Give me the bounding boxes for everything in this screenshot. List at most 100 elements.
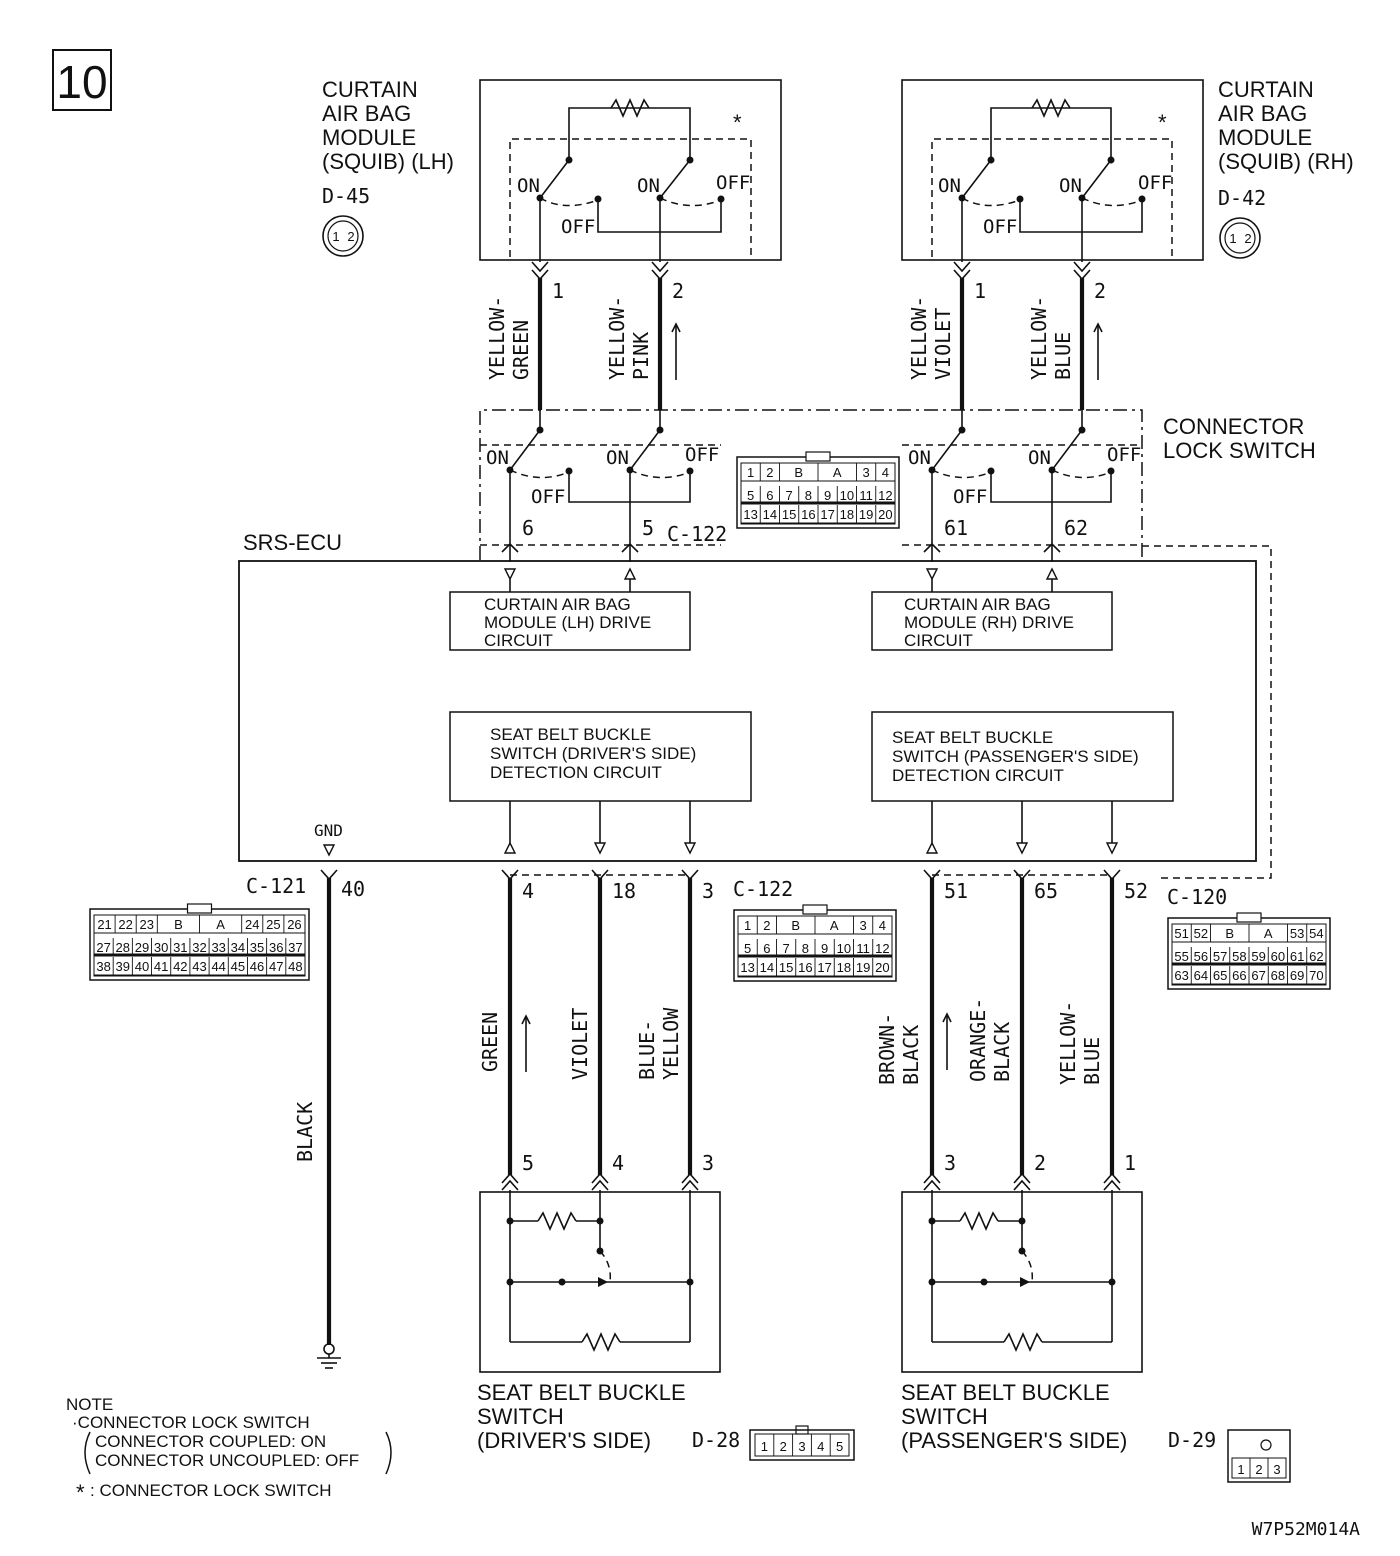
switch-title: (DRIVER'S SIDE)	[477, 1428, 651, 1453]
connector-pin: 2	[1255, 1462, 1262, 1477]
curtain-rh-title-line: AIR BAG	[1218, 101, 1307, 126]
connector-pin: 16	[801, 507, 815, 522]
lock-switch-asterisk: *	[733, 110, 742, 135]
connector-icon-d42	[1219, 217, 1261, 259]
connector-pin: 12	[878, 488, 892, 503]
connector-pin: 41	[154, 959, 168, 974]
connector-pin: 22	[118, 917, 132, 932]
connector-pin-d42: 2	[1244, 231, 1251, 246]
connector-pin: 3	[1273, 1462, 1280, 1477]
connector-pin: 19	[856, 960, 870, 975]
note-line: ·CONNECTOR LOCK SWITCH	[72, 1413, 310, 1432]
connector-pin: 36	[269, 940, 283, 955]
connector-pin: 34	[231, 940, 245, 955]
circuit-text: CURTAIN AIR BAG	[904, 595, 1051, 614]
lh-drive-circuit-box	[449, 591, 691, 651]
wire-color-label: GREEN	[509, 320, 533, 380]
curtain-lh-title-line: (SQUIB) (LH)	[322, 149, 454, 174]
switch-title: SWITCH	[901, 1404, 988, 1429]
connector-pin: 18	[840, 507, 854, 522]
wire-color-label: VIOLET	[931, 308, 955, 380]
passenger-buckle-switch: SEAT BELT BUCKLE SWITCH (PASSENGER'S SID…	[901, 1190, 1216, 1453]
switch-on-label: ON	[606, 447, 629, 469]
connector-pin: 7	[786, 488, 793, 503]
switch-off-label: OFF	[531, 486, 565, 508]
ecu-label: SRS-ECU	[243, 530, 342, 555]
connector-pin: 11	[859, 488, 873, 503]
connector-pin: 12	[875, 941, 889, 956]
connector-pin: 1	[761, 1439, 768, 1454]
connector-pin: 64	[1194, 968, 1208, 983]
connector-label-d45: D-45	[322, 184, 370, 208]
connector-pin: 32	[192, 940, 206, 955]
connector-pin: 23	[140, 917, 154, 932]
page-number-box: 10	[52, 49, 112, 111]
connector-pin: 3	[860, 918, 867, 933]
connector-pin: 5	[836, 1439, 843, 1454]
note-line: : CONNECTOR LOCK SWITCH	[90, 1481, 331, 1500]
curtain-rh-title-line: (SQUIB) (RH)	[1218, 149, 1354, 174]
wire-color-label: BLUE	[1051, 332, 1075, 380]
connector-pin: A	[216, 917, 225, 932]
connector-pin: 19	[859, 507, 873, 522]
switch-off-label: OFF	[685, 444, 719, 466]
switch-on-label: ON	[908, 447, 931, 469]
switch-off-label: OFF	[1107, 444, 1141, 466]
connector-pin: 6	[766, 488, 773, 503]
ecu-pin-number: 4	[522, 879, 534, 903]
wire-color-label: YELLOW-	[485, 296, 509, 380]
pin-number: 2	[1094, 279, 1106, 303]
connector-pin: 69	[1290, 968, 1304, 983]
connector-pin: 42	[173, 959, 187, 974]
ecu-pin-number: 52	[1124, 879, 1148, 903]
ecu-pin-number: 6	[522, 516, 534, 540]
driver-buckle-switch: SEAT BELT BUCKLE SWITCH (DRIVER'S SIDE) …	[477, 1190, 740, 1453]
connector-pin: 61	[1290, 949, 1304, 964]
circuit-text: DETECTION CIRCUIT	[490, 763, 662, 782]
connector-pin: 4	[882, 465, 889, 480]
connector-pin: 2	[780, 1439, 787, 1454]
connector-pin: 8	[802, 941, 809, 956]
wire-color-label: GREEN	[478, 1012, 502, 1072]
connector-pin: 40	[135, 959, 149, 974]
ecu-pin-number: 61	[944, 516, 968, 540]
connector-pin: 47	[269, 959, 283, 974]
rh-drive-circuit-box	[871, 591, 1113, 651]
connector-pin: 63	[1174, 968, 1188, 983]
circuit-text: SEAT BELT BUCKLE	[892, 728, 1053, 747]
switch-title: SEAT BELT BUCKLE	[477, 1380, 686, 1405]
pin-number: 1	[974, 279, 986, 303]
wire-color-label: BLUE-	[635, 1020, 659, 1080]
switch-on-label: ON	[486, 447, 509, 469]
connector-pin: 13	[743, 507, 757, 522]
note-line: CONNECTOR UNCOUPLED: OFF	[95, 1451, 359, 1470]
connector-pin: A	[830, 918, 839, 933]
curtain-lh-title-line: MODULE	[322, 125, 416, 150]
connector-pin: 56	[1194, 949, 1208, 964]
connector-pin: 65	[1213, 968, 1227, 983]
ecu-pin-number: 18	[612, 879, 636, 903]
connector-pin: 10	[840, 488, 854, 503]
connector-pin: 54	[1309, 926, 1323, 941]
ecu-pin-number: 5	[642, 516, 654, 540]
connector-pin: 68	[1271, 968, 1285, 983]
pin-number: 1	[552, 279, 564, 303]
circuit-text: MODULE (LH) DRIVE	[484, 613, 651, 632]
wire-color-label: YELLOW	[659, 1007, 683, 1080]
connector-pin: 28	[116, 940, 130, 955]
connector-pin: 14	[760, 960, 774, 975]
connector-pin: 38	[96, 959, 110, 974]
connector-pin: 37	[288, 940, 302, 955]
switch-off-label: OFF	[561, 216, 595, 238]
switch-pin-number: 2	[1034, 1151, 1046, 1175]
connector-label-d42: D-42	[1218, 186, 1266, 210]
srs-ecu: SRS-ECU CURTAIN AIR BAG MODULE (LH) DRIV…	[238, 530, 1272, 879]
connector-pin-d42: 1	[1229, 231, 1236, 246]
circuit-text: SWITCH (DRIVER'S SIDE)	[490, 744, 696, 763]
switch-off-label: OFF	[953, 486, 987, 508]
connector-pin: B	[791, 918, 800, 933]
connector-pin: 20	[875, 960, 889, 975]
